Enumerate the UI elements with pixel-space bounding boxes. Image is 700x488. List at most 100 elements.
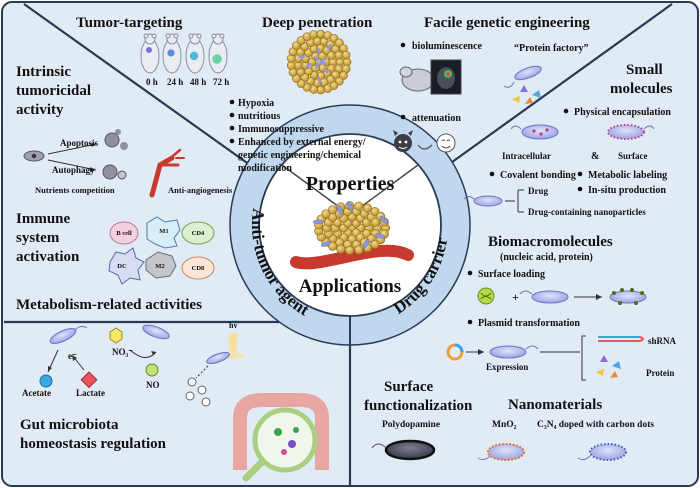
mouse-time-labels: 0 h 24 h 48 h 72 h bbox=[146, 77, 229, 87]
metabolic-label: Metabolic labeling bbox=[588, 170, 667, 181]
genetic-engineering-title: Facile genetic engineering bbox=[424, 15, 590, 31]
title-line: system bbox=[16, 230, 60, 246]
shrna-label: shRNA bbox=[648, 336, 677, 346]
hv-label: hv bbox=[229, 321, 237, 330]
tumor-cell bbox=[362, 203, 372, 213]
plasmid-illustration bbox=[446, 335, 644, 381]
biomacro-subtitle: (nucleic acid, protein) bbox=[500, 252, 593, 263]
tumor-cell bbox=[321, 209, 331, 219]
title-line: Intrinsic bbox=[16, 64, 71, 80]
c3n4-label: C₃N₄ doped with carbon dots bbox=[537, 420, 654, 430]
nutrients-label: Nutrients competition bbox=[35, 185, 115, 195]
ampersand-label: & bbox=[591, 151, 599, 162]
physical-encapsulation-label: Physical encapsulation bbox=[574, 107, 671, 118]
cell-label: CD4 bbox=[192, 230, 205, 237]
encapsulation-illustration bbox=[510, 124, 655, 140]
tumor-targeting-title: Tumor-targeting bbox=[76, 15, 183, 31]
intracellular-label: Intracellular bbox=[502, 151, 551, 161]
title-line: Small bbox=[626, 62, 663, 78]
bullet-text: Immunosuppressive bbox=[238, 124, 325, 135]
bullet-text: nutritious bbox=[238, 111, 280, 122]
mouse bbox=[162, 33, 182, 74]
mice-illustration bbox=[140, 33, 228, 74]
title-line: activation bbox=[16, 249, 80, 265]
bacterium bbox=[312, 219, 324, 225]
drug-nano-label: Drug-containing nanoparticles bbox=[528, 207, 646, 217]
bacterium bbox=[346, 201, 354, 211]
bacterium bbox=[319, 58, 326, 63]
tumor-cell bbox=[354, 201, 364, 211]
title-line: tumoricidal bbox=[16, 83, 91, 99]
angiogenesis-label: Anti-angiogenesis bbox=[168, 185, 233, 195]
gut-illustration bbox=[233, 393, 329, 482]
tumor-cell bbox=[328, 205, 338, 215]
bullet-text: Enhanced by external energy/ bbox=[238, 137, 366, 148]
tumor-cell bbox=[341, 50, 351, 60]
bullet-text: genetic engineering/chemical bbox=[238, 150, 361, 161]
bullet-text: modification bbox=[238, 163, 292, 174]
plasmid-label: Plasmid transformation bbox=[478, 318, 580, 329]
drug-label: Drug bbox=[528, 186, 548, 196]
tumor-cell bbox=[328, 241, 338, 251]
drug-branch-illustration bbox=[463, 189, 524, 213]
immune-cell-labels: B cell M1 CD4 DC M2 CD8 bbox=[116, 228, 205, 272]
protein-factory-label: “Protein factory” bbox=[514, 43, 589, 54]
bacterium bbox=[317, 47, 321, 55]
autophagy-label: Autophagy bbox=[52, 165, 95, 175]
apoptosis-illustration bbox=[23, 129, 128, 180]
tumor-cell bbox=[370, 239, 380, 249]
mouse bbox=[140, 33, 160, 74]
center-tumor-illustration bbox=[290, 201, 414, 270]
tumor-cell bbox=[370, 207, 380, 217]
surface-loading-illustration bbox=[477, 287, 647, 305]
bacterium bbox=[337, 204, 343, 216]
metabolism-title: Metabolism-related activities bbox=[16, 297, 202, 313]
title-line: molecules bbox=[610, 81, 673, 97]
cell-label: DC bbox=[117, 263, 127, 270]
title-line: Surface bbox=[384, 379, 433, 395]
polydopamine-label: Polydopamine bbox=[382, 420, 440, 430]
bacterium bbox=[314, 61, 319, 69]
mno2-label: MnO₂ bbox=[492, 420, 517, 430]
surface-func-title: Surface functionalization bbox=[364, 379, 473, 414]
mouse bbox=[208, 33, 228, 74]
tumor-cell bbox=[336, 244, 346, 254]
mouse bbox=[185, 33, 205, 74]
bioluminescence-label: bioluminescence bbox=[412, 41, 483, 52]
bacterium bbox=[321, 241, 331, 247]
bacterium bbox=[327, 44, 332, 51]
bullet-text: Hypoxia bbox=[238, 98, 274, 109]
tumor-cell bbox=[323, 84, 332, 93]
tumor-cell bbox=[334, 50, 344, 60]
applications-title: Applications bbox=[299, 276, 401, 297]
acetate-label: Acetate bbox=[22, 388, 51, 398]
section-dividers bbox=[4, 3, 673, 486]
cell-label: B cell bbox=[116, 230, 132, 237]
expression-label: Expression bbox=[486, 362, 528, 372]
electron-label: e⁻ bbox=[68, 351, 77, 361]
deep-penetration-title: Deep penetration bbox=[262, 15, 373, 31]
nanomaterials-title: Nanomaterials bbox=[508, 397, 602, 413]
metabolism-illustration bbox=[39, 324, 245, 407]
deep-penetration-bullets: Hypoxia nutritious Immunosuppressive Enh… bbox=[229, 98, 366, 174]
attenuation-label: attenuation bbox=[412, 113, 461, 124]
protein-factory-illustration bbox=[503, 65, 542, 104]
bacterium bbox=[313, 56, 320, 62]
apoptosis-label: Apoptosis bbox=[60, 138, 99, 148]
cell-label: M2 bbox=[155, 263, 164, 270]
bacterium bbox=[322, 68, 329, 74]
protein-label: Protein bbox=[646, 368, 674, 378]
attenuation-illustration bbox=[393, 130, 456, 153]
no-label: NO bbox=[146, 380, 160, 390]
title-line: Gut microbiota bbox=[20, 417, 119, 433]
angiogenesis-illustration bbox=[149, 148, 185, 198]
covalent-label: Covalent bonding bbox=[500, 170, 576, 181]
time-label: 24 h bbox=[167, 77, 183, 87]
nitrate-label: NO₃⁻ bbox=[112, 347, 133, 357]
plus-label: + bbox=[512, 290, 519, 304]
title-line: activity bbox=[16, 102, 64, 118]
gut-title: Gut microbiota homeostasis regulation bbox=[20, 417, 167, 452]
time-label: 72 h bbox=[213, 77, 229, 87]
